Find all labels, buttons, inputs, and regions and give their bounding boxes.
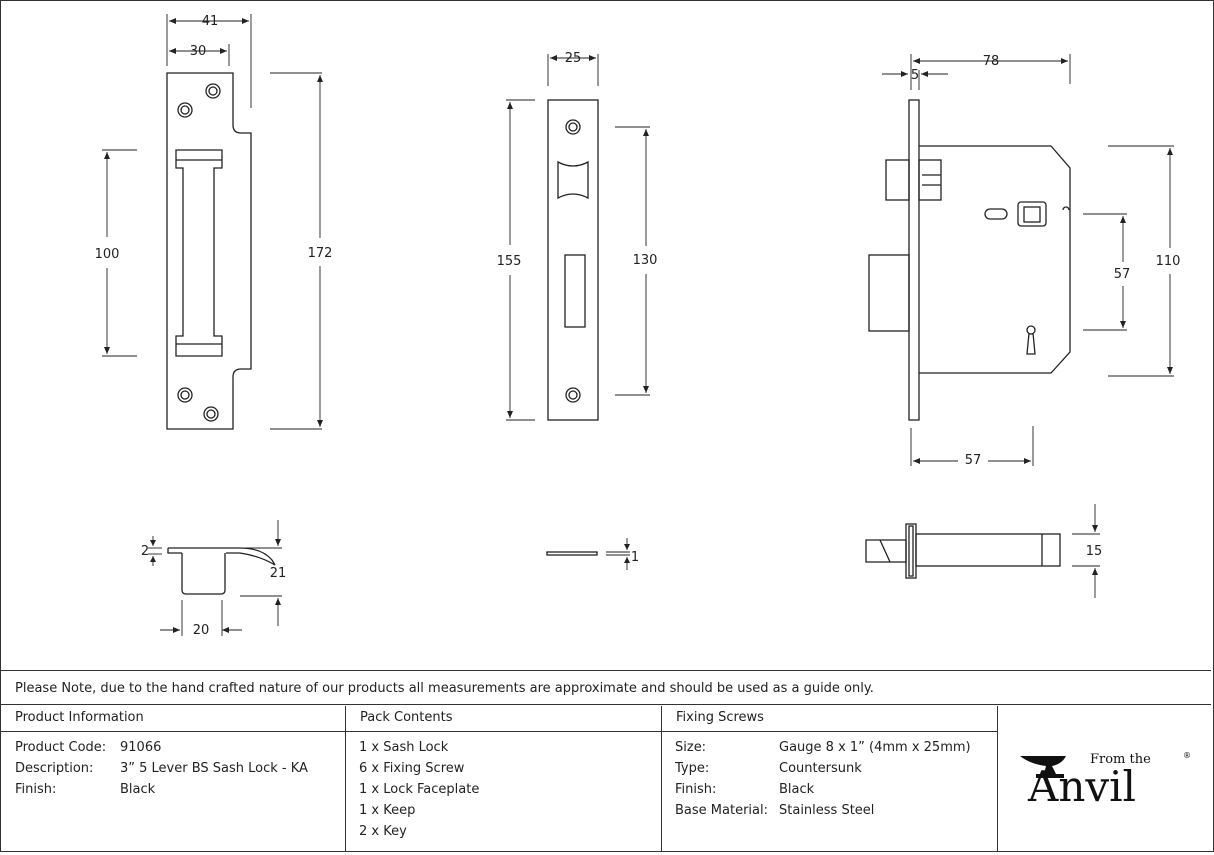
logo-big-text: Anvil: [1027, 762, 1136, 811]
screw-material-value: Stainless Steel: [779, 803, 875, 818]
screw-size-label: Size:: [675, 740, 707, 755]
from-the-anvil-logo: From the ® Anvil: [998, 706, 1211, 851]
keep-profile-view: [167, 547, 276, 595]
dim-lock-overall-width: 78: [983, 54, 1000, 69]
description-value: 3” 5 Lever BS Sash Lock - KA: [120, 761, 308, 776]
finish-value: Black: [120, 782, 156, 797]
product-information-header: Product Information: [1, 706, 345, 732]
pack-contents-panel: Pack Contents 1 x Sash Lock 6 x Fixing S…: [346, 706, 662, 851]
keep-front-view: [166, 72, 252, 430]
arrow-heads: [104, 18, 1173, 633]
fixing-screws-panel: Fixing Screws Size: Gauge 8 x 1” (4mm x …: [662, 706, 998, 851]
keep-dimension-lines: [102, 14, 322, 430]
screw-type-value: Countersunk: [779, 761, 862, 776]
dim-keep-lip: 2: [141, 544, 149, 559]
dim-keep-outer-width: 41: [202, 14, 219, 29]
faceplate-front-view: [547, 99, 599, 421]
pack-item: 1 x Keep: [359, 803, 416, 818]
dim-faceplate-width: 25: [565, 51, 582, 66]
screw-size-value: Gauge 8 x 1” (4mm x 25mm): [779, 740, 971, 755]
fixing-screws-header: Fixing Screws: [662, 706, 997, 732]
product-information-panel: Product Information Product Code: 91066 …: [1, 706, 346, 851]
dim-faceplate-side-thickness: 1: [631, 550, 639, 565]
dim-keep-inner-width: 30: [190, 44, 207, 59]
dim-keep-height: 172: [308, 246, 333, 261]
pack-item: 6 x Fixing Screw: [359, 761, 465, 776]
dim-keep-depth: 21: [270, 566, 287, 581]
description-label: Description:: [15, 761, 94, 776]
dim-faceplate-thickness: 5: [911, 68, 919, 83]
lock-side-view: [868, 99, 1071, 421]
pack-item: 1 x Sash Lock: [359, 740, 449, 755]
screw-finish-label: Finish:: [675, 782, 717, 797]
faceplate-dimension-lines: [506, 54, 650, 421]
product-code-value: 91066: [120, 740, 162, 755]
pack-item: 2 x Key: [359, 824, 407, 839]
dim-lock-case-thickness: 15: [1086, 544, 1103, 559]
anvil-icon: [1020, 756, 1066, 778]
logo-small-text: From the: [1090, 752, 1151, 767]
measurement-note: Please Note, due to the hand crafted nat…: [1, 670, 1211, 705]
dim-faceplate-screw-spacing: 130: [633, 253, 658, 268]
registered-mark: ®: [1183, 751, 1191, 760]
product-code-label: Product Code:: [15, 740, 107, 755]
technical-drawing: 41 30 100 172 25 155 130 78 5 110 57 57 …: [95, 14, 1181, 638]
pack-contents-header: Pack Contents: [346, 706, 661, 732]
dim-keep-cutout-height: 100: [95, 247, 120, 262]
finish-label: Finish:: [15, 782, 57, 797]
dim-lock-height: 110: [1156, 254, 1181, 269]
lock-dimension-lines: [882, 54, 1174, 466]
screw-material-label: Base Material:: [675, 803, 768, 818]
screw-finish-value: Black: [779, 782, 815, 797]
keep-profile-dimension-lines: [148, 520, 282, 636]
pack-item: 1 x Lock Faceplate: [359, 782, 480, 797]
dim-backset: 57: [965, 453, 982, 468]
dim-faceplate-height: 155: [497, 254, 522, 269]
faceplate-profile-view: [546, 551, 598, 556]
lock-profile-view: [865, 523, 1061, 579]
screw-type-label: Type:: [675, 761, 710, 776]
dim-centres: 57: [1114, 267, 1131, 282]
dim-keep-box-width: 20: [193, 623, 210, 638]
faceplate-profile-dimension-lines: [606, 538, 630, 570]
